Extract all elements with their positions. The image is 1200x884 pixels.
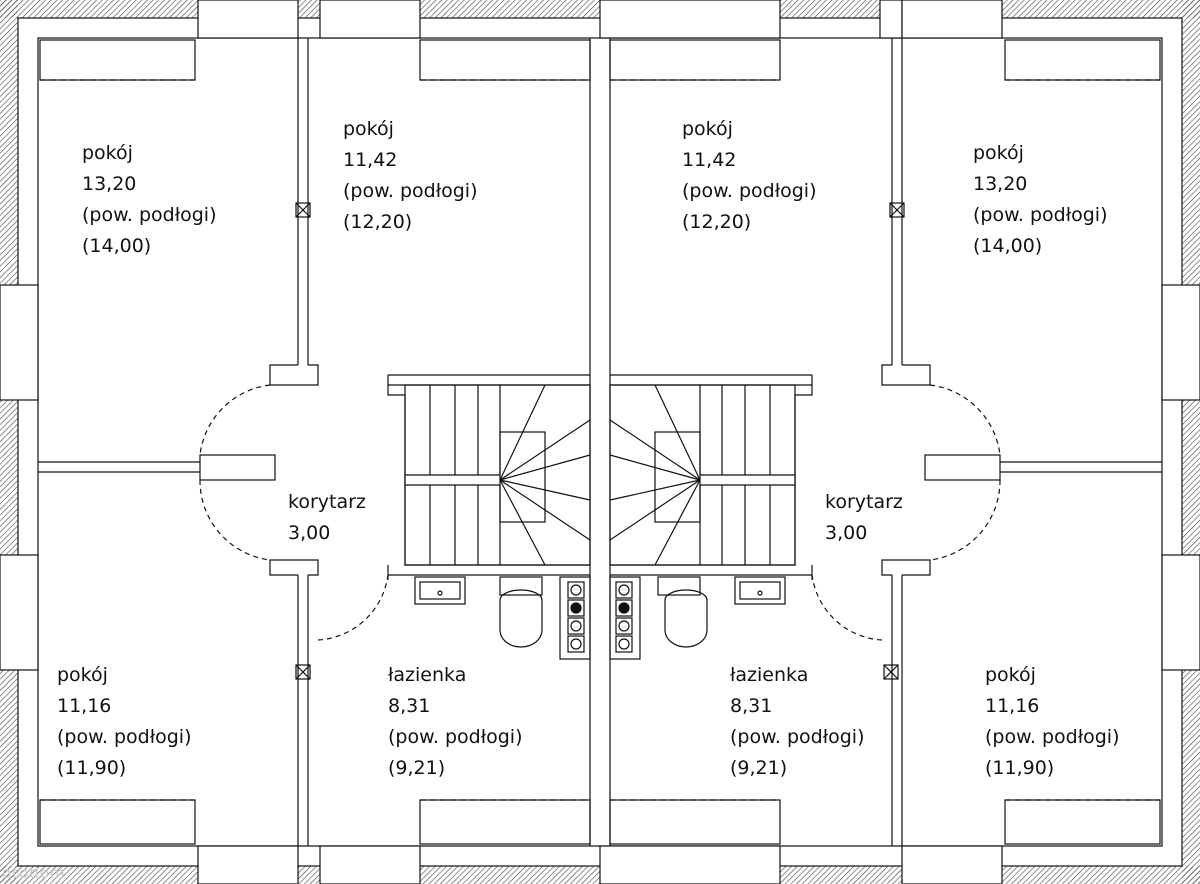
windows-bottom bbox=[197, 845, 1003, 884]
room-area: 11,16 bbox=[985, 695, 1040, 717]
room-floor-area: (12,20) bbox=[343, 211, 413, 233]
room-floor-caption: (pow. podłogi) bbox=[730, 726, 865, 748]
room-floor-area: (11,90) bbox=[57, 757, 127, 779]
room-floor-area: (9,21) bbox=[730, 757, 788, 779]
window-sills bbox=[39, 39, 1161, 845]
room-floor-area: (12,20) bbox=[682, 211, 752, 233]
staircase-right bbox=[609, 384, 796, 566]
room-label-bottom-right: pokój 11,16 (pow. podłogi) (11,90) bbox=[985, 660, 1120, 784]
room-name: pokój bbox=[343, 118, 394, 140]
room-area: 13,20 bbox=[82, 173, 137, 195]
room-name: pokój bbox=[682, 118, 733, 140]
room-name: korytarz bbox=[288, 491, 366, 513]
door-swings bbox=[199, 384, 1001, 641]
room-name: pokój bbox=[57, 664, 108, 686]
room-area: 11,42 bbox=[682, 149, 737, 171]
room-floor-area: (11,90) bbox=[985, 757, 1055, 779]
room-label-top-right: pokój 13,20 (pow. podłogi) (14,00) bbox=[973, 138, 1108, 262]
room-name: korytarz bbox=[825, 491, 903, 513]
room-area: 11,16 bbox=[57, 695, 112, 717]
room-label-bath-right: łazienka 8,31 (pow. podłogi) (9,21) bbox=[730, 660, 865, 784]
room-floor-caption: (pow. podłogi) bbox=[82, 204, 217, 226]
room-name: łazienka bbox=[730, 664, 809, 686]
room-floor-caption: (pow. podłogi) bbox=[985, 726, 1120, 748]
room-name: pokój bbox=[82, 142, 133, 164]
room-floor-caption: (pow. podłogi) bbox=[343, 180, 478, 202]
room-area: 8,31 bbox=[388, 695, 431, 717]
room-name: łazienka bbox=[388, 664, 467, 686]
room-name: pokój bbox=[985, 664, 1036, 686]
room-area: 11,42 bbox=[343, 149, 398, 171]
bath-fixtures-right bbox=[609, 576, 786, 660]
bath-fixtures-left bbox=[414, 576, 591, 660]
room-floor-area: (14,00) bbox=[82, 235, 152, 257]
room-area: 8,31 bbox=[730, 695, 773, 717]
room-area: 13,20 bbox=[973, 173, 1028, 195]
room-floor-area: (9,21) bbox=[388, 757, 446, 779]
room-label-top-center-right: pokój 11,42 (pow. podłogi) (12,20) bbox=[682, 114, 817, 238]
windows-sides bbox=[0, 284, 1200, 671]
windows-top bbox=[197, 0, 1003, 39]
room-label-corridor-right: korytarz 3,00 bbox=[825, 487, 903, 549]
room-area: 3,00 bbox=[825, 522, 868, 544]
staircase-left bbox=[404, 384, 591, 566]
room-floor-caption: (pow. podłogi) bbox=[57, 726, 192, 748]
room-label-bath-left: łazienka 8,31 (pow. podłogi) (9,21) bbox=[388, 660, 523, 784]
room-label-top-center-left: pokój 11,42 (pow. podłogi) (12,20) bbox=[343, 114, 478, 238]
room-area: 3,00 bbox=[288, 522, 331, 544]
room-label-top-left: pokój 13,20 (pow. podłogi) (14,00) bbox=[82, 138, 217, 262]
room-name: pokój bbox=[973, 142, 1024, 164]
room-floor-caption: (pow. podłogi) bbox=[973, 204, 1108, 226]
room-floor-caption: (pow. podłogi) bbox=[388, 726, 523, 748]
room-label-bottom-left: pokój 11,16 (pow. podłogi) (11,90) bbox=[57, 660, 192, 784]
room-label-corridor-left: korytarz 3,00 bbox=[288, 487, 366, 549]
party-wall bbox=[589, 38, 611, 846]
room-floor-area: (14,00) bbox=[973, 235, 1043, 257]
room-floor-caption: (pow. podłogi) bbox=[682, 180, 817, 202]
watermark: otodom bbox=[2, 864, 66, 882]
